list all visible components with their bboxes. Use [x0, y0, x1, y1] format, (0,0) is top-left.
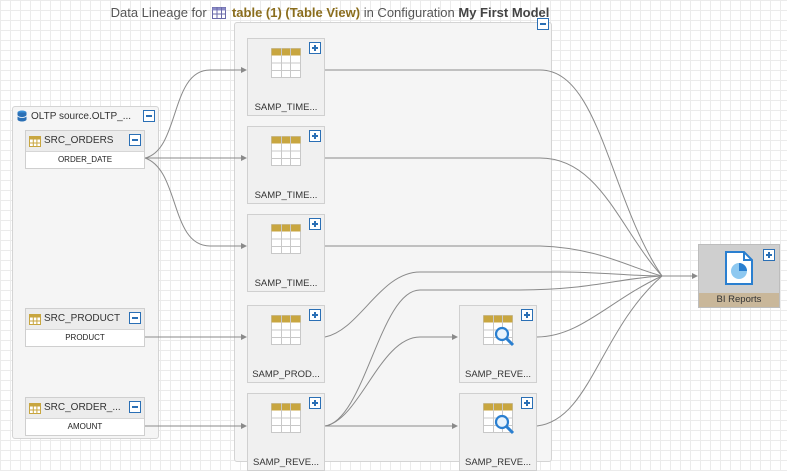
node-label: SAMP_PROD... [252, 369, 320, 380]
column-item[interactable]: ORDER_DATE [57, 155, 113, 164]
src-table-name: SRC_ORDERS [44, 135, 114, 146]
src-table-name: SRC_PRODUCT [44, 313, 121, 324]
edge-reve2-report [536, 275, 663, 427]
expand-node-button[interactable] [309, 397, 321, 409]
expand-node-button[interactable] [521, 309, 533, 321]
table-icon [271, 403, 301, 436]
table-icon [271, 315, 301, 348]
database-icon [17, 110, 27, 125]
node-label: SAMP_TIME... [254, 190, 318, 201]
node-label: SAMP_REVE... [465, 369, 531, 380]
collapse-table-button[interactable] [129, 401, 141, 413]
lineage-node[interactable]: SAMP_TIME... [247, 214, 325, 292]
title-prefix: Data Lineage for [110, 5, 207, 20]
expand-report-button[interactable] [763, 249, 775, 261]
report-label: BI Reports [699, 293, 779, 307]
edge-reve1-report [536, 275, 663, 338]
lineage-node[interactable]: SAMP_PROD... [247, 305, 325, 383]
src-table-orders[interactable]: SRC_ORDERS ORDER_DATE [25, 130, 145, 169]
table-icon [271, 224, 301, 257]
node-label: SAMP_TIME... [254, 278, 318, 289]
source-panel-label: OLTP source.OLTP_... [31, 111, 132, 122]
lineage-node[interactable]: SAMP_TIME... [247, 126, 325, 204]
query-view-icon [483, 315, 515, 350]
edge-reve-reve1 [324, 334, 458, 427]
src-table-product[interactable]: SRC_PRODUCT PRODUCT [25, 308, 145, 347]
node-label: SAMP_REVE... [465, 457, 531, 468]
edge-orderdate-time3 [144, 157, 247, 249]
column-item[interactable]: AMOUNT [67, 422, 103, 431]
table-icon [271, 48, 301, 81]
source-panel-header: OLTP source.OLTP_... [13, 107, 158, 125]
title-config-name[interactable]: My First Model [458, 5, 550, 20]
lineage-node[interactable]: SAMP_TIME... [247, 38, 325, 116]
expand-node-button[interactable] [309, 130, 321, 142]
lineage-title: Data Lineage for table (1) (Table View) … [0, 5, 660, 22]
bi-reports-node[interactable]: BI Reports [698, 244, 780, 308]
lineage-node[interactable]: SAMP_REVE... [247, 393, 325, 471]
expand-node-button[interactable] [309, 309, 321, 321]
src-table-order-lines[interactable]: SRC_ORDER_... AMOUNT [25, 397, 145, 436]
lineage-node[interactable]: SAMP_REVE... [459, 393, 537, 471]
expand-node-button[interactable] [309, 42, 321, 54]
query-view-icon [483, 403, 515, 438]
edge-orderdate-time1 [144, 67, 247, 159]
edge-time1-report [325, 69, 663, 277]
node-label: SAMP_TIME... [254, 102, 318, 113]
src-table-name: SRC_ORDER_... [44, 402, 121, 413]
report-icon [724, 251, 754, 288]
node-label: SAMP_REVE... [253, 457, 319, 468]
expand-node-button[interactable] [309, 218, 321, 230]
table-icon [29, 402, 41, 418]
collapse-transform-button[interactable] [537, 18, 549, 30]
title-middle: in Configuration [363, 5, 455, 20]
table-icon [271, 136, 301, 169]
lineage-node[interactable]: SAMP_REVE... [459, 305, 537, 383]
column-item[interactable]: PRODUCT [65, 333, 105, 342]
edge-time2-report [325, 157, 663, 277]
table-view-icon [212, 7, 227, 22]
table-icon [29, 135, 41, 151]
collapse-source-button[interactable] [143, 110, 155, 122]
table-icon [29, 313, 41, 329]
collapse-table-button[interactable] [129, 312, 141, 324]
title-object-name[interactable]: table (1) (Table View) [231, 5, 361, 20]
collapse-table-button[interactable] [129, 134, 141, 146]
edge-prod-report [324, 271, 663, 338]
edge-time3-report [325, 245, 663, 277]
edge-reve-report-a [324, 275, 663, 427]
expand-node-button[interactable] [521, 397, 533, 409]
